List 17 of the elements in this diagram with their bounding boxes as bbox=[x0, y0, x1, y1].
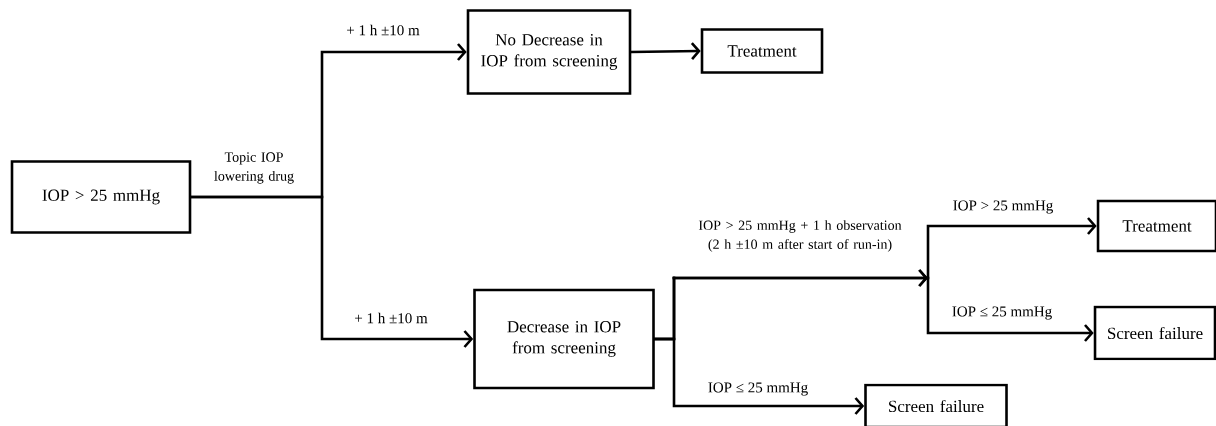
process-box: Screen failure bbox=[864, 383, 1008, 426]
arrow bbox=[190, 195, 474, 348]
process-box: Decrease in IOP from screening bbox=[473, 288, 655, 390]
arrow bbox=[653, 337, 865, 415]
arrow bbox=[630, 42, 701, 60]
process-box: Treatment bbox=[1096, 199, 1216, 253]
edge-label: IOP > 25 mmHg bbox=[953, 200, 1053, 214]
edge-label: + 1 h ±10 m bbox=[347, 24, 420, 36]
edge-label: IOP ≤ 25 mmHg bbox=[708, 382, 808, 396]
edge-label: IOP ≤ 25 mmHg bbox=[952, 306, 1052, 320]
process-box: No Decrease in IOP from screening bbox=[466, 9, 632, 95]
note-text: IOP > 25 mmHg + 1 h observation (2 h ±10 m after start of run-in) bbox=[698, 220, 902, 252]
note-text: Topic IOP lowering drug bbox=[214, 152, 294, 184]
process-box: Treatment bbox=[700, 28, 824, 74]
process-box: Screen failure bbox=[1093, 305, 1216, 361]
process-box: IOP > 25 mmHg bbox=[10, 160, 192, 234]
edge-label: + 1 h ±10 m bbox=[355, 312, 428, 324]
